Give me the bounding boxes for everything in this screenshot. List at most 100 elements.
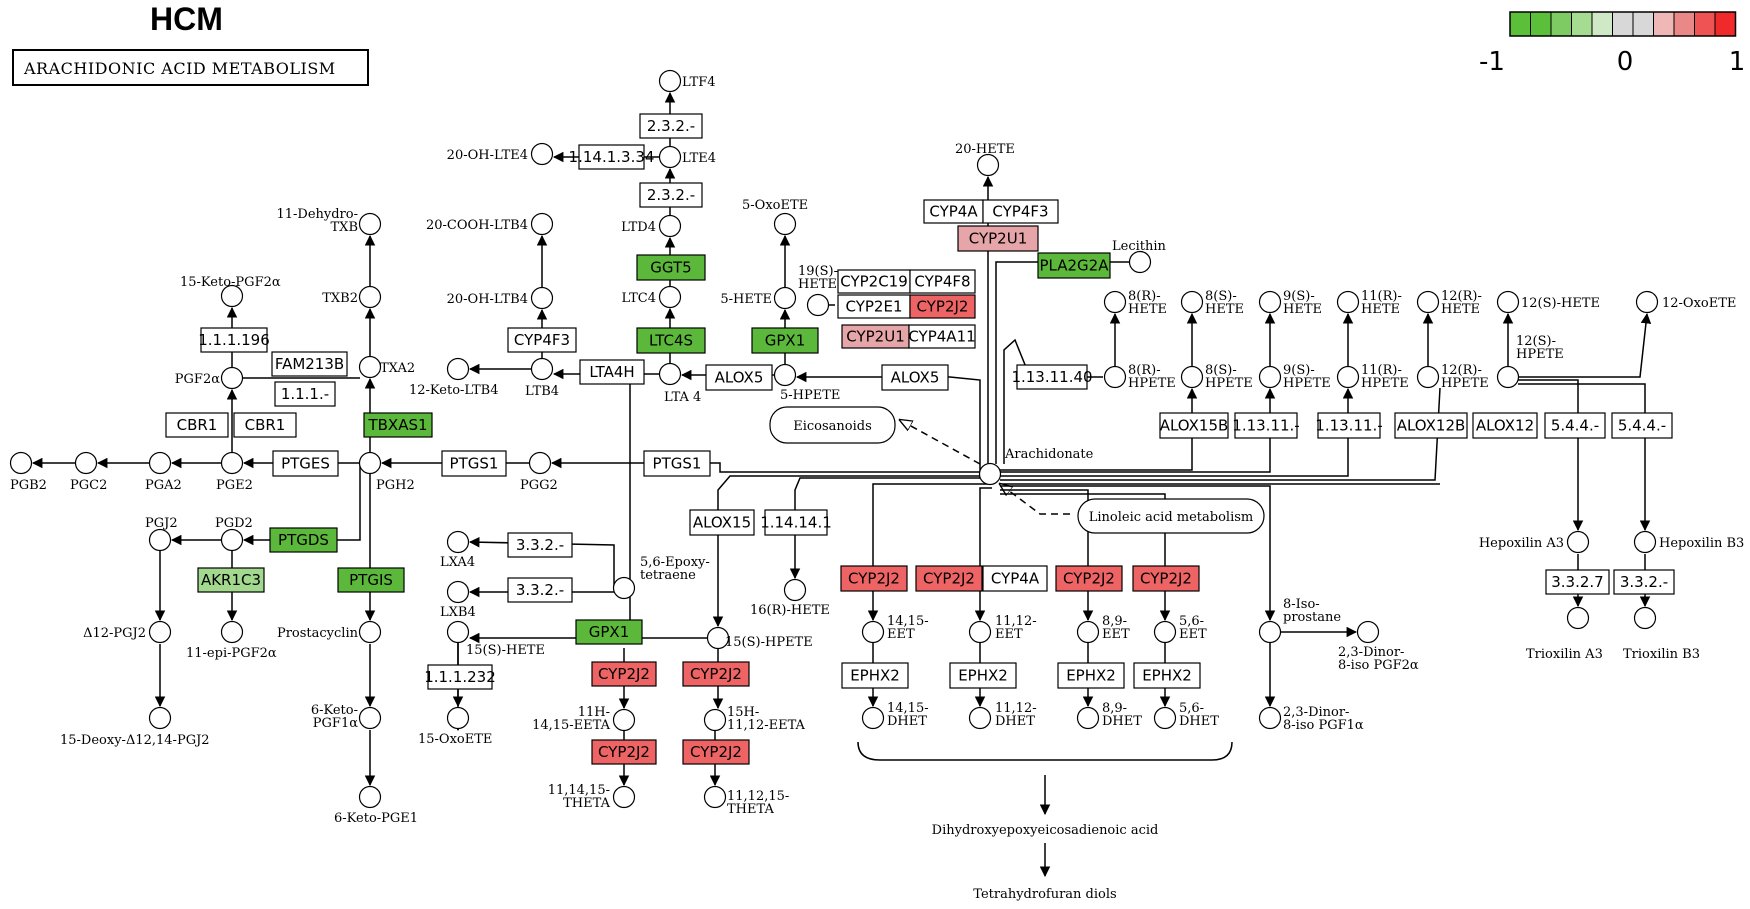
compound-node[interactable] xyxy=(148,706,172,730)
gene-box[interactable] xyxy=(1037,252,1111,279)
compound-hpete9s[interactable]: 9(S)-HPETE xyxy=(1258,363,1331,391)
compound-node[interactable] xyxy=(446,580,470,604)
compound-ltf4[interactable]: LTF4 xyxy=(658,69,716,93)
compound-node[interactable] xyxy=(1076,706,1100,730)
compound-hete16r[interactable]: 16(R)-HETE xyxy=(750,578,830,619)
gene-ptgs1b[interactable]: PTGS1 xyxy=(643,450,711,477)
compound-node[interactable] xyxy=(1496,365,1520,389)
gene-box[interactable] xyxy=(1544,412,1606,439)
compound-hepb3[interactable]: Hepoxilin B3 xyxy=(1633,530,1745,554)
gene-box[interactable] xyxy=(1545,569,1610,595)
gene-box[interactable] xyxy=(1611,412,1673,439)
compound-node[interactable] xyxy=(358,451,382,475)
compound-dhet56[interactable]: 5,6-DHET xyxy=(1153,701,1220,730)
gene-box[interactable] xyxy=(982,199,1059,224)
compound-node[interactable] xyxy=(1153,620,1177,644)
compound-node[interactable] xyxy=(976,153,1000,177)
compound-d12pgj2[interactable]: Δ12-PGJ2 xyxy=(83,620,172,644)
compound-node[interactable] xyxy=(773,363,797,387)
compound-node[interactable] xyxy=(1336,365,1360,389)
gene-box[interactable] xyxy=(1016,364,1088,390)
gene-ephx2d[interactable]: EPHX2 xyxy=(1133,662,1201,689)
gene-box[interactable] xyxy=(1132,565,1200,592)
compound-pge2[interactable]: PGE2 xyxy=(216,451,253,494)
gene-cyp4f3b[interactable]: CYP4F3 xyxy=(982,199,1059,224)
compound-node[interactable] xyxy=(446,357,470,381)
compound-hete20[interactable]: 20-HETE xyxy=(955,142,1015,177)
compound-lxa4[interactable]: LXA4 xyxy=(440,530,475,571)
gene-g111196[interactable]: 1.1.1.196 xyxy=(198,327,270,353)
gene-g11311b[interactable]: 1.13.11.- xyxy=(1315,412,1383,439)
compound-hpete12r[interactable]: 12(R)-HPETE xyxy=(1416,363,1489,391)
gene-box[interactable] xyxy=(575,619,643,645)
gene-ptges[interactable]: PTGES xyxy=(272,450,339,477)
gene-box[interactable] xyxy=(427,664,493,690)
compound-lte4[interactable]: LTE4 xyxy=(658,145,717,169)
compound-node[interactable] xyxy=(658,69,682,93)
compound-eet56[interactable]: 5,6-EET xyxy=(1153,614,1207,644)
compound-theta2[interactable]: 11,12,15-THETA xyxy=(703,785,790,818)
compound-dinor1[interactable]: 2,3-Dinor-8-iso PGF2α xyxy=(1338,620,1419,674)
compound-pgg2[interactable]: PGG2 xyxy=(520,451,558,494)
gene-ptgs1a[interactable]: PTGS1 xyxy=(441,450,507,477)
compound-node[interactable] xyxy=(148,451,172,475)
compound-pgh2[interactable]: PGH2 xyxy=(358,451,415,494)
gene-box[interactable] xyxy=(272,450,339,477)
compound-node[interactable] xyxy=(773,286,797,310)
compound-node[interactable] xyxy=(773,212,797,236)
compound-coohltb4[interactable]: 20-COOH-LTB4 xyxy=(426,212,554,236)
compound-ketopgf2a[interactable]: 15-Keto-PGF2α xyxy=(180,275,281,308)
compound-node[interactable] xyxy=(978,462,1002,486)
compound-pgc2[interactable]: PGC2 xyxy=(70,451,107,494)
gene-g3327[interactable]: 3.3.2.7 xyxy=(1545,569,1610,595)
compound-node[interactable] xyxy=(446,530,470,554)
compound-node[interactable] xyxy=(1153,706,1177,730)
gene-box[interactable] xyxy=(1394,412,1468,439)
gene-box[interactable] xyxy=(639,113,703,139)
gene-cyp2u1a[interactable]: CYP2U1 xyxy=(841,324,910,349)
map-link-linoleic[interactable]: Linoleic acid metabolism xyxy=(1077,498,1265,534)
gene-box[interactable] xyxy=(909,294,976,319)
gene-fam213b[interactable]: FAM213B xyxy=(271,351,348,377)
gene-box[interactable] xyxy=(591,661,657,687)
compound-eet1415[interactable]: 14,15-EET xyxy=(861,614,929,644)
gene-g332b[interactable]: 3.3.2.- xyxy=(507,577,573,603)
compound-arach[interactable]: Arachidonate xyxy=(978,447,1094,486)
gene-cyp2j2h[interactable]: CYP2J2 xyxy=(1055,565,1123,592)
gene-box[interactable] xyxy=(1472,412,1538,439)
compound-pgf2a[interactable]: PGF2α xyxy=(175,366,244,390)
compound-lta4[interactable]: LTA 4 xyxy=(658,362,702,406)
compound-node[interactable] xyxy=(783,578,807,602)
gene-box[interactable] xyxy=(840,565,908,592)
compound-node[interactable] xyxy=(9,451,33,475)
gene-box[interactable] xyxy=(881,364,949,391)
gene-box[interactable] xyxy=(200,327,268,353)
compound-oxoete15[interactable]: 15-OxoETE xyxy=(418,706,492,748)
gene-cyp2j2d[interactable]: CYP2J2 xyxy=(591,739,657,765)
compound-node[interactable] xyxy=(220,620,244,644)
compound-pga2[interactable]: PGA2 xyxy=(145,451,182,494)
gene-box[interactable] xyxy=(751,327,819,354)
compound-hete19[interactable]: 19(S)-HETE xyxy=(798,264,838,317)
gene-g332a[interactable]: 3.3.2.- xyxy=(507,532,573,558)
gene-cyp2j2i[interactable]: CYP2J2 xyxy=(1132,565,1200,592)
compound-node[interactable] xyxy=(968,620,992,644)
gene-ptgds[interactable]: PTGDS xyxy=(269,527,338,553)
compound-node[interactable] xyxy=(148,528,172,552)
compound-node[interactable] xyxy=(806,293,830,317)
compound-node[interactable] xyxy=(1076,620,1100,644)
gene-pla2g2a[interactable]: PLA2G2A xyxy=(1037,252,1111,279)
gene-box[interactable] xyxy=(441,450,507,477)
gene-box[interactable] xyxy=(1055,565,1123,592)
gene-gpx1b[interactable]: GPX1 xyxy=(575,619,643,645)
gene-cyp2u1b[interactable]: CYP2U1 xyxy=(957,225,1039,252)
compound-oxoete12[interactable]: 12-OxoETE xyxy=(1635,290,1737,314)
compound-deoxypgj2[interactable]: 15-Deoxy-Δ12,14-PGJ2 xyxy=(60,706,210,749)
compound-node[interactable] xyxy=(1635,290,1659,314)
gene-box[interactable] xyxy=(165,412,229,438)
compound-ketopge1[interactable]: 6-Keto-PGE1 xyxy=(334,785,418,827)
compound-thfd[interactable]: Tetrahydrofuran diols xyxy=(973,887,1116,902)
compound-node[interactable] xyxy=(74,451,98,475)
gene-akr1c3[interactable]: AKR1C3 xyxy=(197,567,265,593)
gene-cyp4a_b[interactable]: CYP4A xyxy=(982,565,1048,592)
